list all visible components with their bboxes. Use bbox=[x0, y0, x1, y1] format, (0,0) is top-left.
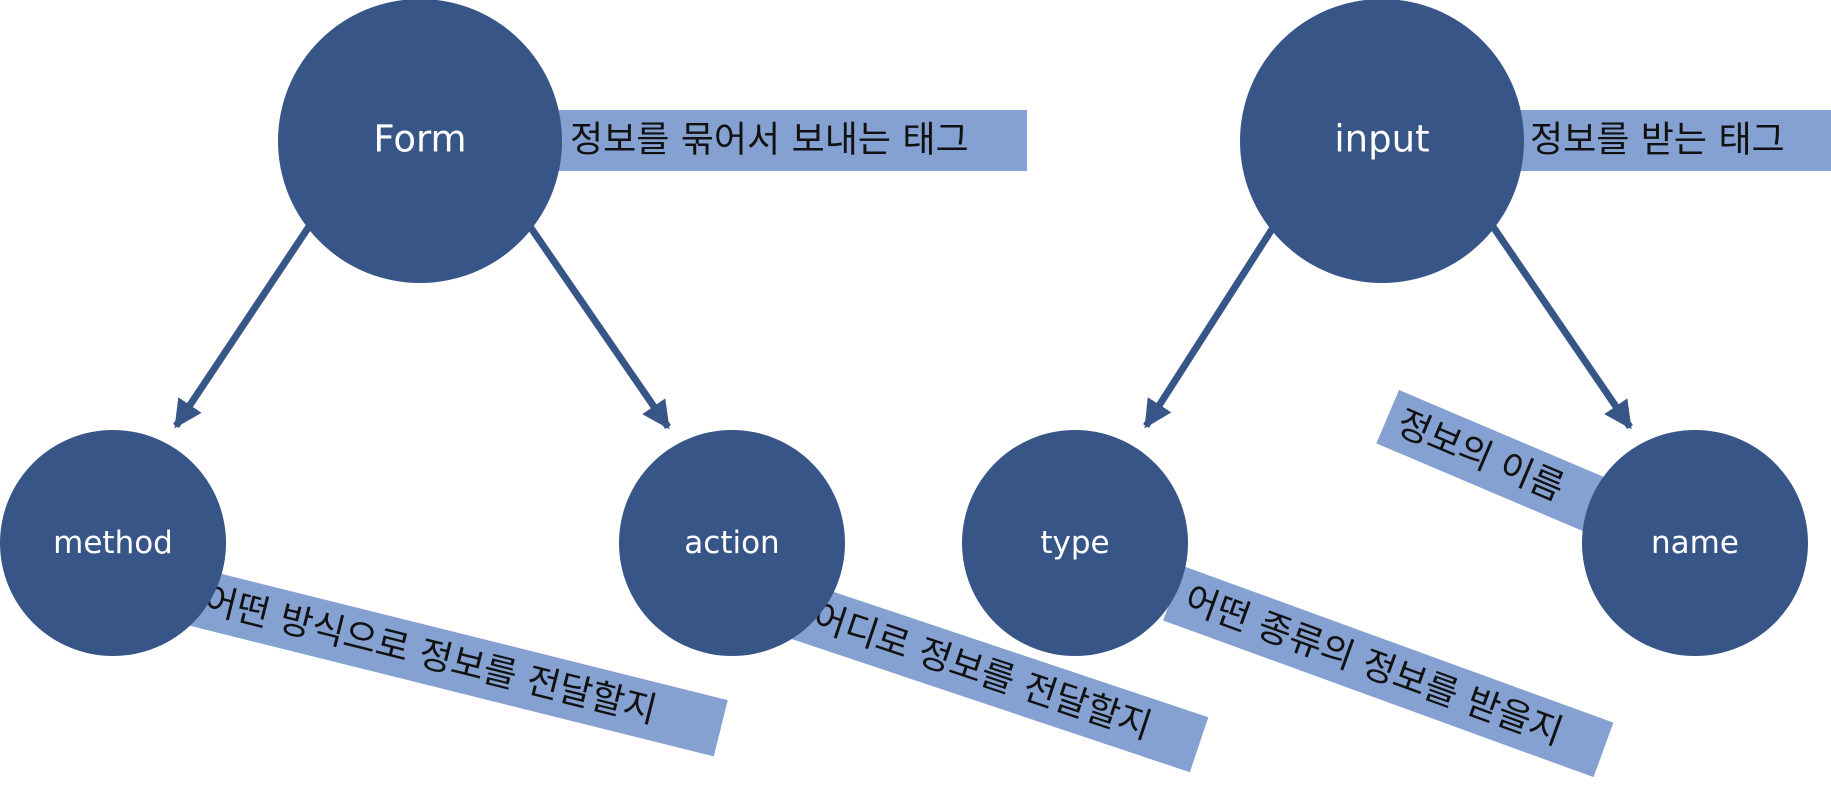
type-description-label: 어떤 종류의 정보를 받을지 bbox=[1163, 566, 1614, 778]
input-description-label: 정보를 받는 태그 bbox=[1500, 110, 1831, 171]
method-description-box bbox=[183, 568, 728, 757]
form-node: Form bbox=[278, 0, 562, 283]
action-node-label: action bbox=[684, 525, 779, 561]
input-node: input bbox=[1240, 0, 1524, 283]
type-node-label: type bbox=[1040, 525, 1109, 561]
form-description-label: 정보를 묶어서 보내는 태그 bbox=[555, 110, 1027, 171]
name-node: name bbox=[1582, 430, 1808, 656]
type-node: type bbox=[962, 430, 1188, 656]
action-node: action bbox=[619, 430, 845, 656]
type-description-box bbox=[1163, 566, 1614, 778]
edge-form-to-method bbox=[173, 208, 323, 429]
input-node-label: input bbox=[1334, 118, 1429, 161]
method-node-label: method bbox=[53, 525, 173, 561]
type-description-text: 어떤 종류의 정보를 받을지 bbox=[1179, 579, 1568, 754]
method-description-text: 어떤 방식으로 정보를 전달할지 bbox=[200, 580, 661, 732]
input-description-text: 정보를 받는 태그 bbox=[1530, 120, 1785, 161]
input-diagram: 정보를 받는 태그 어떤 종류의 정보를 받을지 정보의 이름 input ty… bbox=[962, 0, 1831, 778]
edge-form-to-action bbox=[517, 210, 671, 430]
form-description-box bbox=[555, 110, 1027, 171]
name-description-box bbox=[1376, 390, 1611, 534]
form-node-label: Form bbox=[373, 118, 466, 161]
method-node: method bbox=[0, 430, 226, 656]
form-description-text: 정보를 묶어서 보내는 태그 bbox=[570, 120, 969, 161]
edge-input-to-type bbox=[1143, 210, 1286, 429]
form-diagram: 정보를 묶어서 보내는 태그 어떤 방식으로 정보를 전달할지 어디로 정보를 … bbox=[0, 0, 1209, 773]
name-node-label: name bbox=[1651, 525, 1739, 561]
input-description-box bbox=[1500, 110, 1831, 171]
action-description-box bbox=[791, 584, 1209, 773]
name-description-label: 정보의 이름 bbox=[1376, 390, 1611, 534]
edge-input-to-name bbox=[1480, 210, 1633, 430]
